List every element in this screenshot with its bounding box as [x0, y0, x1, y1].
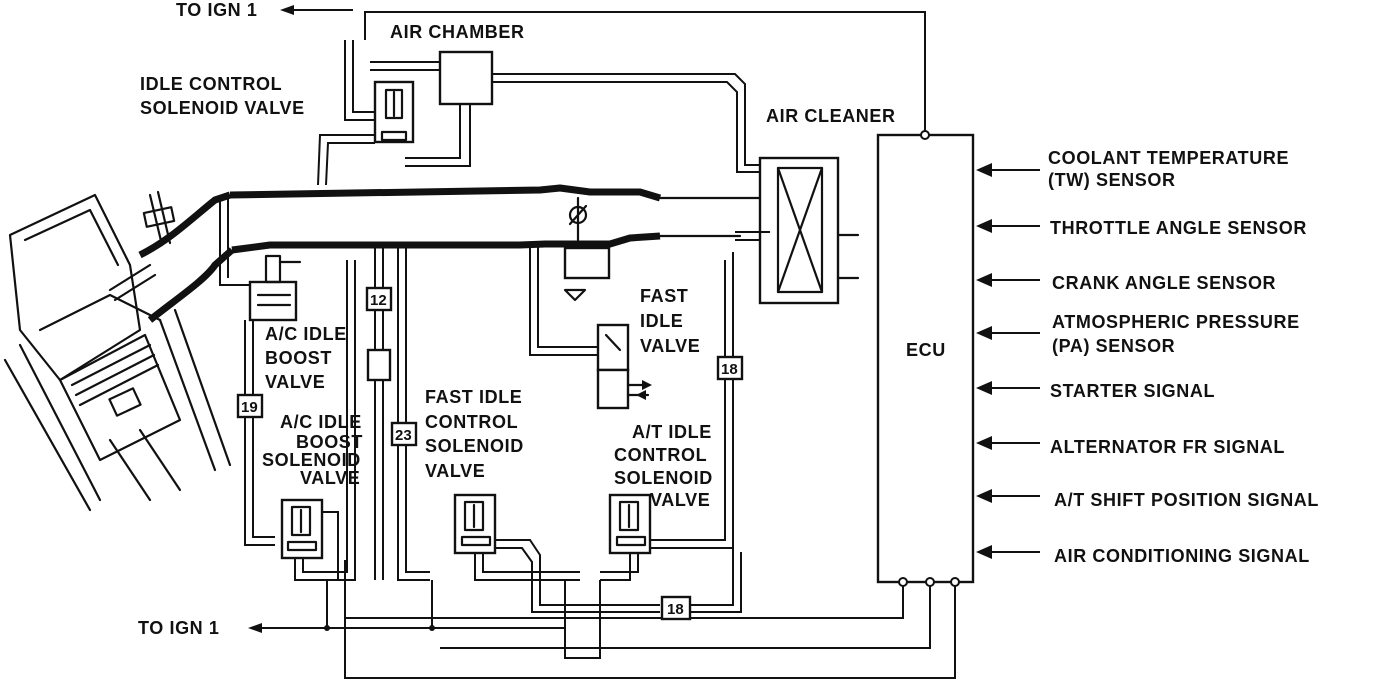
at-idle-control-solenoid-valve — [600, 252, 742, 613]
ecu-input-at-shift: A/T SHIFT POSITION SIGNAL — [1054, 490, 1319, 510]
label-at-3: SOLENOID — [614, 468, 713, 488]
label-ac-boost-3: VALVE — [265, 372, 325, 392]
hose-number-18-right: 18 — [721, 361, 738, 378]
fast-idle-control-solenoid-valve — [453, 493, 660, 613]
label-at-2: CONTROL — [614, 445, 707, 465]
label-air-cleaner: AIR CLEANER — [766, 106, 896, 126]
label-ecu: ECU — [906, 340, 946, 360]
ecu-input-atmospheric-1: ATMOSPHERIC PRESSURE — [1052, 312, 1300, 332]
ecu-input-throttle: THROTTLE ANGLE SENSOR — [1050, 218, 1307, 238]
ecu-bottom-wires — [248, 560, 960, 679]
hose-number-18-bottom: 18 — [667, 601, 684, 618]
label-fic-1: FAST IDLE — [425, 387, 522, 407]
label-ac-boost-1: A/C IDLE — [265, 324, 347, 344]
ecu-input-coolant-2: (TW) SENSOR — [1048, 170, 1176, 190]
label-fic-3: SOLENOID — [425, 436, 524, 456]
idle-control-solenoid-valve — [317, 40, 415, 186]
label-ac-sol-2: BOOST — [296, 432, 363, 452]
label-ac-sol-1: A/C IDLE — [280, 412, 362, 432]
ecu-input-crank: CRANK ANGLE SENSOR — [1052, 273, 1276, 293]
label-fast-idle-1: FAST — [640, 286, 688, 306]
ecu-input-arrows — [976, 163, 1040, 559]
label-air-chamber: AIR CHAMBER — [390, 22, 525, 42]
fast-idle-valve — [529, 245, 652, 410]
vacuum-hoses-center — [366, 245, 430, 581]
ecu-input-atmospheric-2: (PA) SENSOR — [1052, 336, 1175, 356]
engine-cylinder — [3, 190, 235, 512]
label-fast-idle-3: VALVE — [640, 336, 700, 356]
label-to-ign-top: TO IGN 1 — [176, 0, 258, 20]
label-to-ign-bottom: TO IGN 1 — [138, 618, 220, 638]
label-fast-idle-2: IDLE — [640, 311, 683, 331]
ecu-input-starter: STARTER SIGNAL — [1050, 381, 1215, 401]
label-fic-2: CONTROL — [425, 412, 518, 432]
label-idle-control-1: IDLE CONTROL — [140, 74, 282, 94]
label-ac-sol-4: VALVE — [300, 468, 360, 488]
ac-idle-boost-valve — [219, 195, 302, 546]
air-cleaner — [735, 156, 860, 305]
label-ac-sol-3: SOLENOID — [262, 450, 361, 470]
air-chamber — [370, 50, 760, 173]
ecu-input-alternator: ALTERNATOR FR SIGNAL — [1050, 437, 1285, 457]
label-at-4: VALVE — [650, 490, 710, 510]
label-at-1: A/T IDLE — [632, 422, 712, 442]
label-idle-control-2: SOLENOID VALVE — [140, 98, 305, 118]
label-ac-boost-2: BOOST — [265, 348, 332, 368]
ac-idle-boost-solenoid-valve — [280, 260, 356, 581]
ecu-input-air-conditioning: AIR CONDITIONING SIGNAL — [1054, 546, 1310, 566]
ecu-input-coolant-1: COOLANT TEMPERATURE — [1048, 148, 1289, 168]
hose-number-12: 12 — [370, 292, 387, 309]
hose-number-19: 19 — [241, 399, 258, 416]
label-fic-4: VALVE — [425, 461, 485, 481]
ecu-top-wire — [364, 11, 926, 135]
hose-number-23: 23 — [395, 427, 412, 444]
intake-duct — [229, 184, 762, 254]
